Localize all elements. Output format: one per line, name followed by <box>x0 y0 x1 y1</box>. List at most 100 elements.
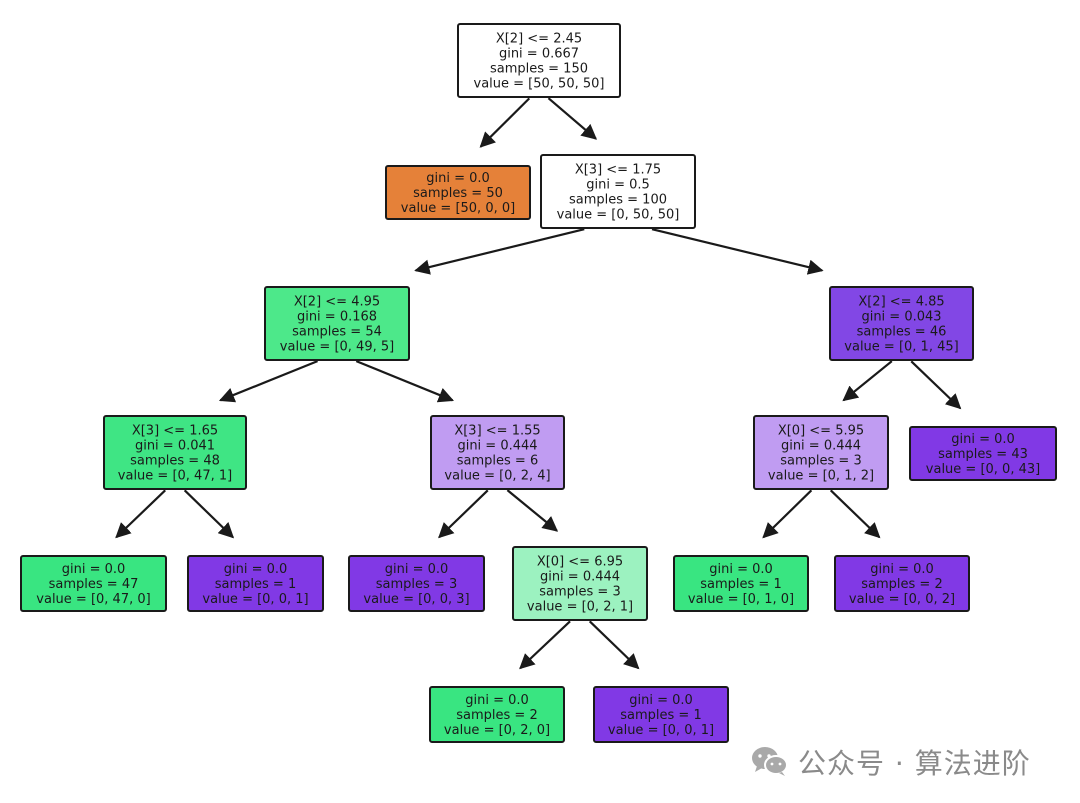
node-line: value = [0, 47, 1] <box>118 469 232 484</box>
edge-n12-n16 <box>588 620 640 670</box>
edge-n4-n8 <box>910 360 962 410</box>
node-line: gini = 0.043 <box>861 310 941 325</box>
node-box <box>457 23 621 98</box>
node-line: samples = 1 <box>215 577 296 592</box>
node-line: value = [0, 2, 0] <box>444 723 550 738</box>
node-line: value = [0, 50, 50] <box>557 208 680 223</box>
node-box <box>829 286 974 361</box>
node-box <box>753 415 889 490</box>
node-line: X[2] <= 4.95 <box>294 295 380 310</box>
node-line: value = [0, 0, 2] <box>849 592 955 607</box>
edge-n0-n2 <box>547 97 598 140</box>
node-line: gini = 0.0 <box>629 693 693 708</box>
node-line: value = [0, 49, 5] <box>280 340 394 355</box>
node-box <box>429 686 565 743</box>
node-line: gini = 0.444 <box>781 439 861 454</box>
wechat-icon <box>752 747 788 776</box>
node-line: X[2] <= 2.45 <box>496 32 582 47</box>
node-line: value = [0, 47, 0] <box>36 592 150 607</box>
node-line: samples = 1 <box>620 708 701 723</box>
node-line: gini = 0.0 <box>870 562 934 577</box>
node-line: samples = 43 <box>938 447 1028 462</box>
node-line: X[3] <= 1.75 <box>575 163 661 178</box>
node-line: X[3] <= 1.55 <box>454 424 540 439</box>
node-line: samples = 48 <box>130 454 220 469</box>
edge-n5-n9 <box>115 489 166 539</box>
node-line: gini = 0.0 <box>426 171 490 186</box>
node-box <box>348 555 485 612</box>
node-line: gini = 0.0 <box>709 562 773 577</box>
edge-n3-n6 <box>355 360 454 403</box>
node-line: gini = 0.168 <box>297 310 377 325</box>
edge-n2-n3 <box>414 228 585 275</box>
node-line: X[0] <= 5.95 <box>778 424 864 439</box>
node-line: samples = 100 <box>569 193 667 208</box>
node-line: gini = 0.0 <box>465 693 529 708</box>
node-line: gini = 0.0 <box>385 562 449 577</box>
node-box <box>673 555 809 612</box>
node-box <box>385 165 531 220</box>
node-line: samples = 1 <box>700 577 781 592</box>
node-line: gini = 0.444 <box>457 439 537 454</box>
node-line: value = [0, 1, 0] <box>688 592 794 607</box>
node-line: value = [0, 2, 1] <box>527 600 633 615</box>
node-line: value = [0, 0, 3] <box>363 592 469 607</box>
edge-n2-n4 <box>651 228 824 275</box>
node-line: gini = 0.0 <box>951 432 1015 447</box>
node-line: samples = 46 <box>857 325 947 340</box>
node-box <box>909 426 1057 481</box>
edge-n5-n10 <box>183 489 235 539</box>
edge-n12-n15 <box>519 620 571 670</box>
node-line: samples = 6 <box>457 454 538 469</box>
tree-edges <box>115 97 962 670</box>
edge-n6-n11 <box>438 489 489 539</box>
node-line: X[0] <= 6.95 <box>537 555 623 570</box>
node-box <box>264 286 410 361</box>
node-line: value = [0, 1, 2] <box>768 469 874 484</box>
node-line: value = [0, 0, 1] <box>202 592 308 607</box>
edge-n0-n1 <box>479 97 531 148</box>
node-line: value = [0, 0, 43] <box>926 462 1040 477</box>
edge-n7-n13 <box>762 489 813 539</box>
node-line: samples = 3 <box>780 454 861 469</box>
node-line: X[3] <= 1.65 <box>132 424 218 439</box>
node-line: X[2] <= 4.85 <box>858 295 944 310</box>
watermark-text: 公众号 · 算法进阶 <box>798 747 1031 780</box>
edge-n3-n5 <box>218 360 318 403</box>
node-line: gini = 0.041 <box>135 439 215 454</box>
node-line: samples = 47 <box>49 577 139 592</box>
node-line: samples = 3 <box>539 585 620 600</box>
node-box <box>187 555 324 612</box>
edge-n4-n7 <box>842 360 893 402</box>
node-line: value = [0, 2, 4] <box>444 469 550 484</box>
node-line: gini = 0.667 <box>499 47 579 62</box>
node-line: samples = 50 <box>413 186 503 201</box>
watermark: 公众号 · 算法进阶 <box>750 742 1031 782</box>
node-box <box>593 686 729 743</box>
node-line: gini = 0.0 <box>62 562 126 577</box>
edge-n6-n12 <box>506 489 559 532</box>
node-line: value = [0, 0, 1] <box>608 723 714 738</box>
node-line: samples = 54 <box>292 325 382 340</box>
node-box <box>20 555 167 612</box>
edge-n7-n14 <box>829 489 881 539</box>
node-line: samples = 2 <box>861 577 942 592</box>
node-line: value = [50, 0, 0] <box>401 201 515 216</box>
node-line: value = [50, 50, 50] <box>474 77 605 92</box>
